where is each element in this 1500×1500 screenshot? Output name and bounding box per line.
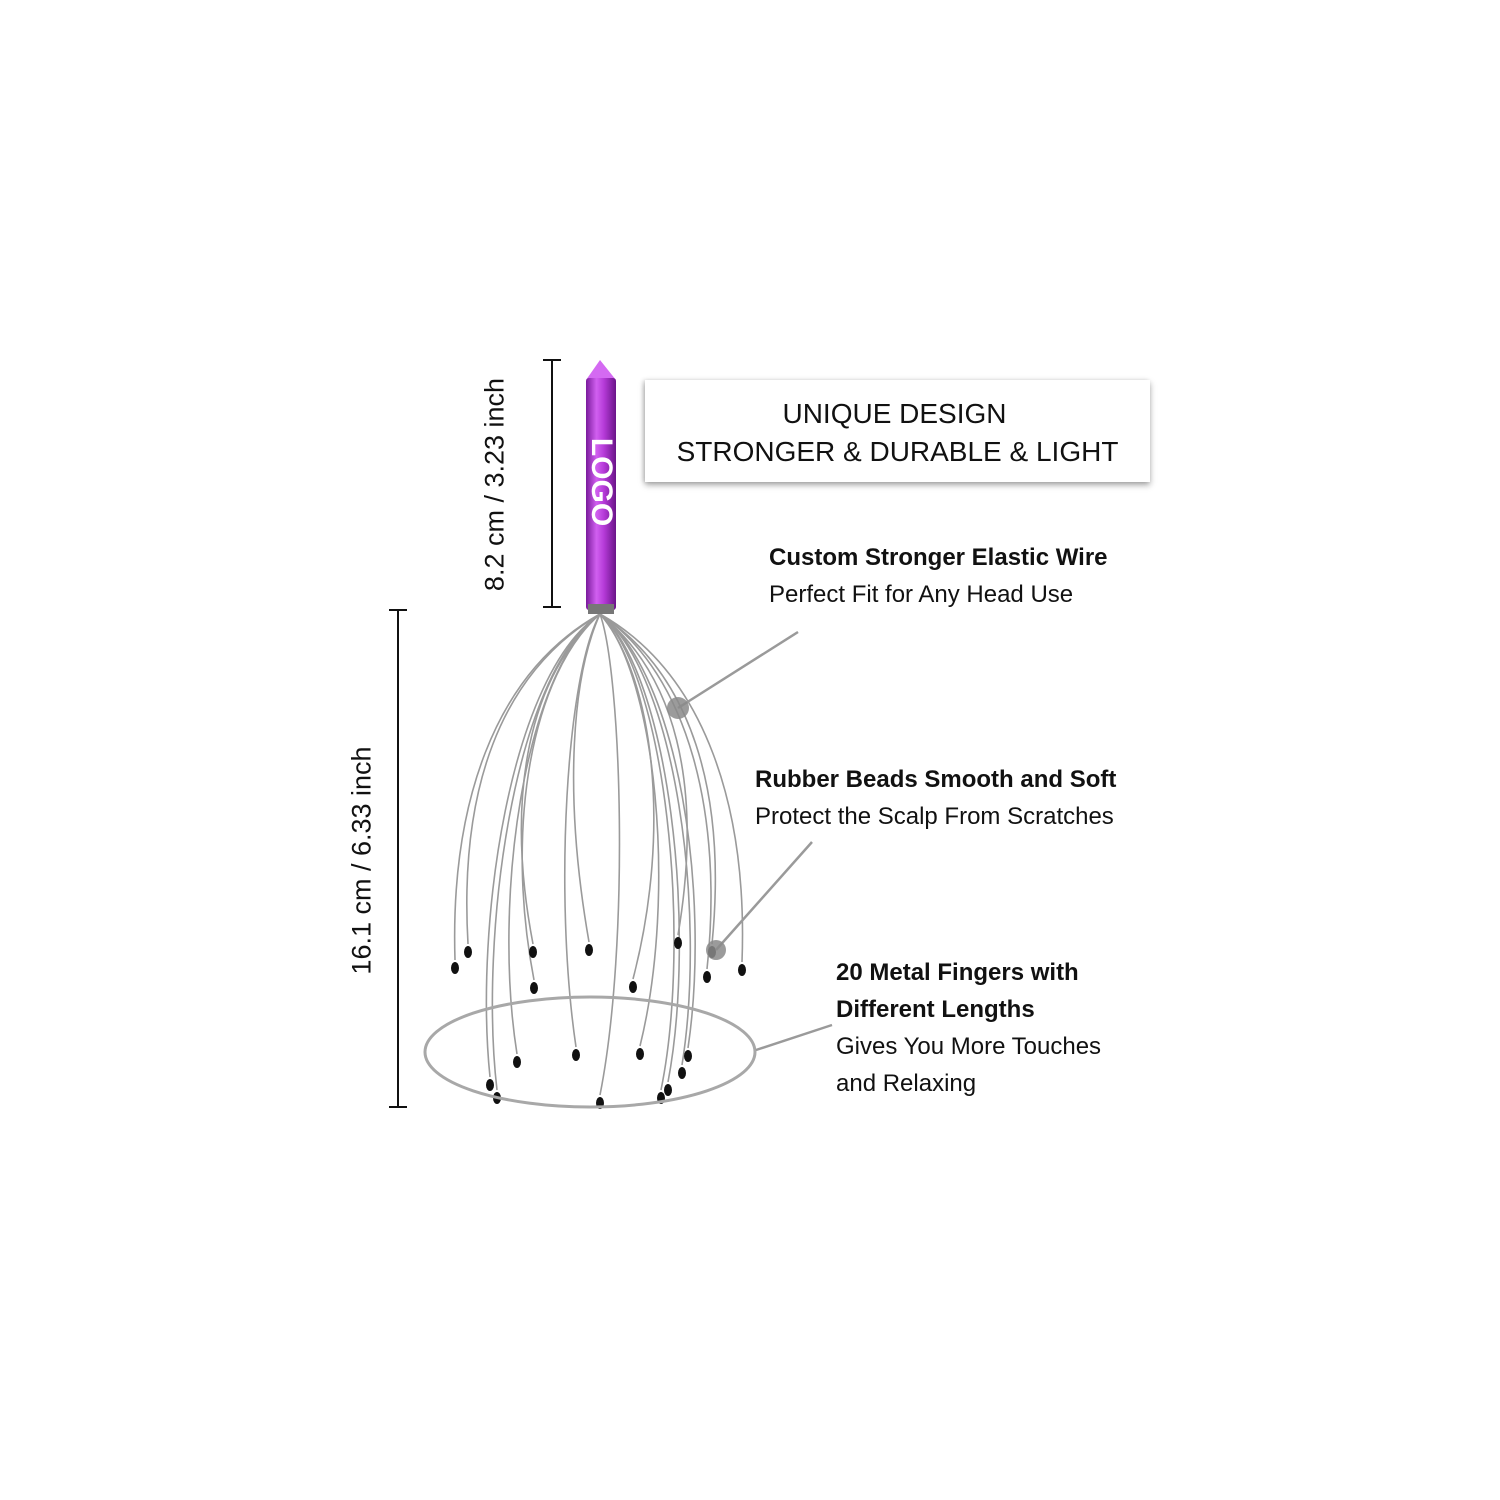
metal-fingers	[453, 613, 744, 1096]
rubber-bead	[664, 1084, 672, 1096]
rubber-bead	[486, 1079, 494, 1091]
metal-finger-wire	[466, 613, 601, 945]
feature-description: Perfect Fit for Any Head Use	[769, 581, 1074, 608]
rubber-bead	[629, 981, 637, 993]
feature-description-line-2: and Relaxing	[836, 1070, 977, 1097]
rubber-bead	[674, 937, 682, 949]
feature-title-line-2: Different Lengths	[836, 996, 1035, 1023]
metal-finger-wire	[491, 613, 601, 1091]
rubber-bead	[451, 962, 459, 974]
rubber-bead	[464, 946, 472, 958]
banner-line-1: UNIQUE DESIGN	[782, 398, 1007, 429]
feature-title: Rubber Beads Smooth and Soft	[755, 766, 1117, 793]
metal-finger-wire	[599, 613, 688, 936]
metal-finger-wire	[599, 613, 744, 963]
bead-callout-pointer	[706, 841, 813, 960]
metal-finger-wire	[599, 613, 681, 1083]
metal-finger-wire	[453, 613, 601, 961]
handle-logo: LOGO	[585, 438, 618, 526]
rubber-bead	[738, 964, 746, 976]
feature-title: Custom Stronger Elastic Wire	[769, 544, 1108, 571]
feature-description-line-1: Gives You More Touches	[836, 1033, 1102, 1060]
feature-description: Protect the Scalp From Scratches	[755, 803, 1114, 830]
unique-design-banner: UNIQUE DESIGN STRONGER & DURABLE & LIGHT	[645, 380, 1150, 482]
feature-metal-fingers: 20 Metal Fingers with Different Lengths …	[836, 954, 1101, 1102]
rubber-bead	[636, 1048, 644, 1060]
wire-callout-pointer	[667, 630, 799, 719]
rubber-beads	[451, 937, 746, 1109]
rubber-bead	[529, 946, 537, 958]
metal-finger-wire	[599, 613, 712, 970]
metal-finger-wire	[485, 613, 601, 1078]
rubber-bead	[572, 1049, 580, 1061]
rubber-bead	[585, 944, 593, 956]
metal-finger-wire	[564, 613, 601, 1048]
rubber-bead	[513, 1056, 521, 1068]
metal-finger-wire	[521, 613, 601, 981]
total-length-label: 16.1 cm / 6.33 inch	[346, 746, 377, 975]
feature-elastic-wire: Custom Stronger Elastic Wire Perfect Fit…	[769, 539, 1108, 613]
ellipse-callout-pointer	[755, 1023, 833, 1052]
handle-dimension-line	[543, 359, 561, 608]
metal-finger-wire	[599, 613, 717, 945]
metal-finger-wire	[599, 613, 660, 1047]
feature-rubber-beads: Rubber Beads Smooth and Soft Protect the…	[755, 761, 1116, 835]
metal-finger-wire	[599, 613, 692, 1066]
metal-finger-wire	[599, 613, 696, 1049]
metal-finger-wire	[572, 613, 601, 943]
rubber-bead	[678, 1067, 686, 1079]
metal-finger-wire	[599, 613, 621, 1096]
rubber-bead	[703, 971, 711, 983]
metal-finger-wire	[520, 613, 601, 945]
handle-length-label: 8.2 cm / 3.23 inch	[479, 377, 510, 592]
feature-title-line-1: 20 Metal Fingers with	[836, 959, 1079, 986]
rubber-bead	[530, 982, 538, 994]
banner-line-2: STRONGER & DURABLE & LIGHT	[676, 436, 1119, 467]
metal-finger-wire	[599, 613, 655, 980]
total-dimension-line	[389, 609, 407, 1108]
rubber-bead	[684, 1050, 692, 1062]
metal-finger-wire	[599, 613, 675, 1091]
purple-handle: LOGO	[585, 360, 618, 614]
fingertips-highlight-ellipse	[423, 995, 757, 1109]
